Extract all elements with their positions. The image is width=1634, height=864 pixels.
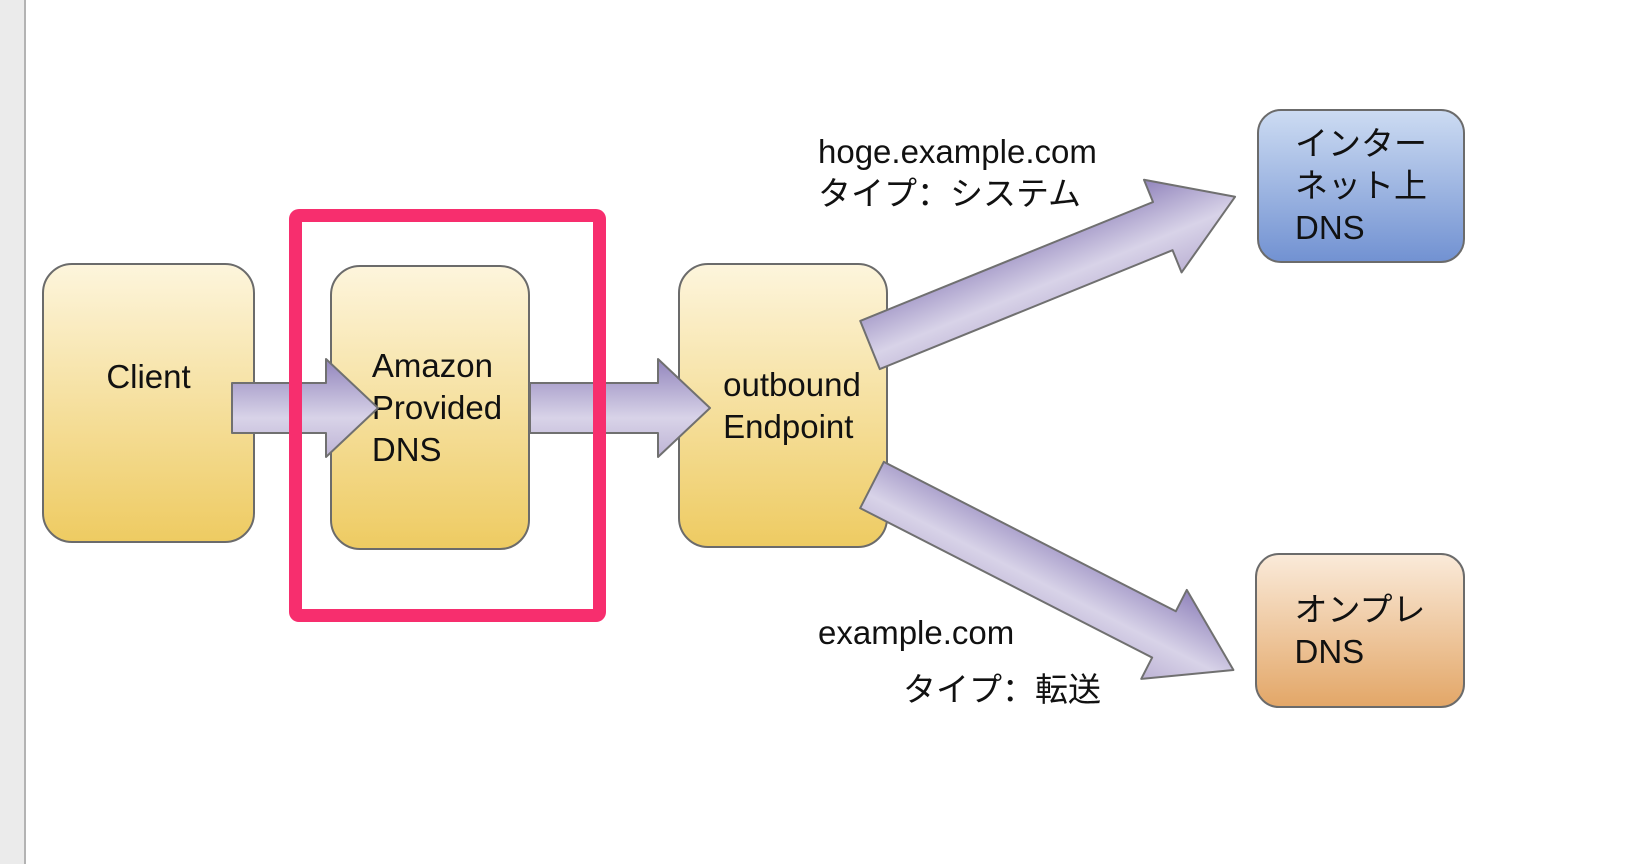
node-label: DNS — [371, 430, 442, 468]
node-client: Client — [42, 263, 255, 543]
node-onprem-dns: オンプレ DNS — [1255, 553, 1465, 708]
edge-label-domain: example.com — [818, 614, 1015, 651]
highlight-rectangle — [289, 209, 606, 622]
node-label: Amazon — [371, 346, 493, 384]
edge-label-domain: hoge.example.com — [818, 133, 1097, 170]
edge-label-type: タイプ：転送 — [903, 671, 1101, 708]
edge-label-to-internet: hoge.example.com タイプ：システム — [818, 131, 1097, 215]
node-internet-dns: インター ネット上 DNS — [1257, 109, 1465, 263]
node-label: Provided — [371, 388, 503, 426]
node-label: DNS — [1295, 209, 1365, 246]
node-label: DNS — [1294, 632, 1365, 670]
node-label: オンプレ — [1294, 590, 1426, 628]
node-amazon-provided-dns: Amazon Provided DNS — [330, 265, 530, 550]
side-rail — [0, 0, 26, 864]
node-label: outbound — [723, 365, 861, 403]
edge-label-to-onprem-domain: example.com — [818, 612, 1014, 654]
node-label: ネット上 — [1295, 167, 1427, 204]
edge-label-type: タイプ：システム — [818, 175, 1082, 212]
node-outbound-endpoint: outbound Endpoint — [678, 263, 888, 548]
node-label: Endpoint — [723, 407, 854, 445]
node-label: インター — [1295, 125, 1427, 162]
node-label: Client — [106, 358, 191, 395]
edge-label-to-onprem-type: タイプ：転送 — [903, 669, 1101, 711]
